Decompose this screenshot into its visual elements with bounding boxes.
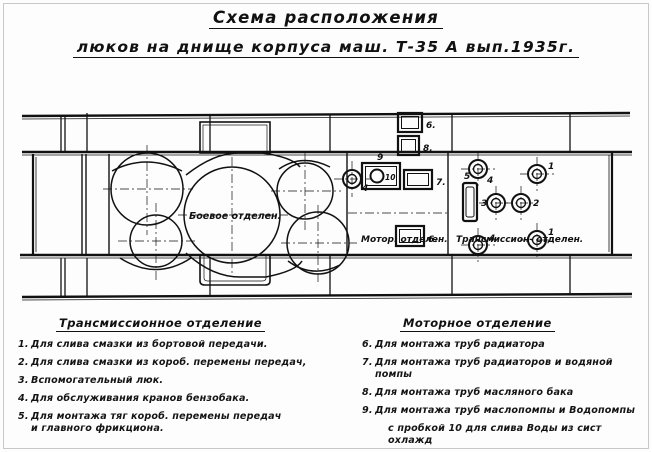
legend-item: 5. Для монтажа тяг короб. перемены перед…	[18, 411, 348, 435]
hull-bulkheads	[81, 153, 449, 255]
legend-item-text: Для слива смазки из короб. перемены пере…	[31, 356, 307, 368]
legend-item: 7. Для монтажа труб радиаторов и водяной…	[362, 357, 647, 381]
legend-item-text: Для монтажа тяг короб. перемены передач …	[31, 410, 282, 434]
legend-item-text: Для монтажа труб масляного бака	[375, 386, 574, 398]
hull-diagram-svg: 4 6. 8. 9 10 7. 6. 5 3 2 4 1 4 1 Боевое …	[20, 111, 633, 301]
legend-item-text: с пробкой 10 для слива Воды из сист охла…	[388, 422, 602, 446]
legend: Трансмиссионное отделение 1. Для слива с…	[0, 312, 652, 452]
transmission-compartment-hatches	[461, 152, 554, 262]
hatch-label-4-tr-top: 4	[486, 176, 493, 186]
hatch-label-4-left: 4	[361, 184, 368, 194]
hull-cross-members	[60, 113, 571, 297]
title-line-1: Схема расположения	[209, 8, 443, 29]
hatch-1-bottom	[520, 223, 554, 257]
legend-item: 4. Для обслуживания кранов бензобака.	[18, 393, 348, 405]
title-line-2: люков на днище корпуса маш. Т-35 А вып.1…	[72, 38, 580, 58]
legend-transmission-header: Трансмиссионное отделение	[56, 316, 265, 332]
hatch-4-transmission-bottom	[461, 228, 495, 262]
legend-item-number: 3.	[18, 374, 29, 386]
engine-compartment-hatches	[360, 111, 434, 248]
legend-item-text: Для обслуживания кранов бензобака.	[31, 392, 250, 404]
hatch-2	[504, 186, 538, 220]
hatch-label-7: 7.	[436, 178, 446, 188]
hatch-number-labels: 4 6. 8. 9 10 7. 6. 5 3 2 4 1 4 1	[361, 121, 554, 245]
legend-item: 1. Для слива смазки из бортовой передачи…	[18, 339, 348, 351]
legend-item-text: Для монтажа труб радиатора	[375, 339, 545, 350]
hatch-6-top	[396, 111, 424, 134]
hull-bottom-rails	[20, 253, 633, 301]
legend-item-number: 5.	[18, 410, 29, 422]
legend-item: 9. Для монтажа труб маслопомпы и Водопом…	[362, 405, 647, 417]
label-transmission-compartment: Трансмиссион- отделен.	[456, 235, 583, 245]
hatch-label-6-bottom: 6.	[428, 235, 438, 245]
hatch-8	[396, 134, 421, 157]
legend-item: 3. Вспомогательный люк.	[18, 375, 348, 387]
hatch-7	[402, 168, 434, 191]
hatch-label-9: 9	[377, 153, 383, 163]
label-fighting-compartment: Боевое отделен.	[189, 211, 281, 222]
hatch-label-8: 8.	[423, 144, 433, 154]
label-engine-compartment: Мотор. отделен.	[361, 235, 448, 245]
legend-item-text: Для монтажа труб маслопомпы и Водопомпы	[375, 404, 636, 416]
hatch-4-transmission-top	[461, 152, 495, 186]
hatch-4-left	[334, 161, 372, 197]
legend-item-text: Вспомогательный люк.	[31, 374, 164, 386]
hull-top-rails	[21, 111, 632, 156]
hatch-label-6-top: 6.	[426, 121, 436, 131]
hatch-6-bottom	[394, 224, 426, 248]
legend-item-number: 7.	[362, 356, 373, 368]
legend-item-number: 4.	[18, 392, 29, 404]
hatch-label-5: 5	[464, 172, 470, 182]
hatch-label-4-tr-bot: 4	[488, 234, 495, 244]
hatch-label-1-bottom: 1	[548, 228, 554, 238]
legend-item-number: 9.	[362, 404, 373, 416]
hatch-label-1-top: 1	[548, 162, 554, 172]
legend-item-number: 2.	[18, 356, 29, 368]
hatch-label-2: 2	[533, 199, 539, 209]
legend-transmission: Трансмиссионное отделение 1. Для слива с…	[18, 312, 348, 441]
legend-engine: Моторное отделение 6. Для монтажа труб р…	[362, 312, 647, 452]
legend-item-number: 8.	[362, 386, 373, 398]
legend-item: с пробкой 10 для слива Воды из сист охла…	[362, 423, 647, 447]
title-block: Схема расположения люков на днище корпус…	[0, 8, 652, 58]
legend-engine-list: 6. Для монтажа труб радиатора 7. Для мон…	[362, 339, 647, 447]
hatch-label-10: 10	[385, 173, 395, 182]
hatch-label-3: 3	[481, 199, 487, 209]
hull-body-outline	[31, 152, 614, 255]
centre-lines	[103, 145, 357, 283]
legend-engine-header: Моторное отделение	[400, 316, 555, 332]
legend-item-number: 1.	[18, 339, 29, 350]
hatch-9	[360, 161, 402, 191]
legend-item-text: Для монтажа труб радиаторов и водяной по…	[375, 356, 613, 380]
floor-openings	[199, 121, 271, 286]
legend-item-number: 6.	[362, 339, 373, 350]
legend-item-text: Для слива смазки из бортовой передачи.	[31, 339, 268, 350]
legend-item: 6. Для монтажа труб радиатора	[362, 339, 647, 351]
hatch-5	[461, 181, 479, 223]
hull-diagram: 4 6. 8. 9 10 7. 6. 5 3 2 4 1 4 1 Боевое …	[0, 95, 652, 315]
legend-transmission-list: 1. Для слива смазки из бортовой передачи…	[18, 339, 348, 435]
legend-item: 2. Для слива смазки из короб. перемены п…	[18, 357, 348, 369]
hatch-1-top	[520, 157, 554, 191]
legend-item: 8. Для монтажа труб масляного бака	[362, 387, 647, 399]
